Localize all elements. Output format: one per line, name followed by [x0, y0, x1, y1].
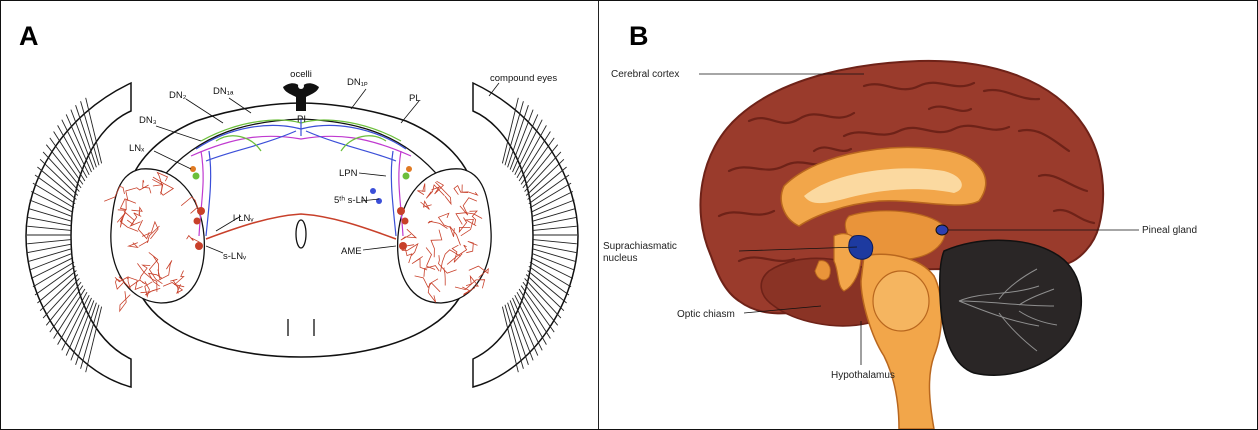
cerebellum — [940, 240, 1082, 375]
optic-lobe-vein — [120, 291, 131, 311]
label-l-lnv: l-LNᵥ — [233, 213, 254, 224]
label-dn2: DN₂ — [169, 90, 187, 101]
pineal-gland-shape — [936, 225, 948, 235]
fly-brain-diagram: ocelli compound eyes DN₁ₐ DN₂ DN₃ DN₁ₚ P… — [1, 1, 598, 429]
label-dn1a: DN₁ₐ — [213, 86, 234, 97]
label-ocelli: ocelli — [290, 69, 312, 80]
esophageal-foramen — [296, 220, 306, 248]
label-cerebral-cortex: Cerebral cortex — [611, 69, 679, 80]
label-compound-eyes: compound eyes — [490, 73, 557, 84]
label-ame: AME — [341, 246, 362, 257]
label-optic-chiasm: Optic chiasm — [677, 309, 735, 320]
label-dn1p: DN₁ₚ — [347, 77, 368, 88]
label-pl: PL — [409, 93, 421, 104]
label-pi: PI — [297, 114, 306, 125]
label-fifth-s-ln: 5ᵗʰ s-LN — [334, 195, 368, 206]
label-dn3: DN₃ — [139, 115, 157, 126]
panel-b-human-brain: B — [599, 1, 1257, 429]
label-lpn: LPN — [339, 168, 358, 179]
label-suprachiasmatic: Suprachiasmatic — [603, 241, 677, 252]
label-s-lnv: s-LNᵥ — [223, 251, 247, 262]
label-pineal-gland: Pineal gland — [1142, 225, 1197, 236]
label-nucleus: nucleus — [603, 253, 637, 264]
human-brain-diagram: Cerebral cortex Pineal gland Suprachiasm… — [599, 1, 1257, 429]
panel-a-fly-brain: A — [1, 1, 598, 429]
label-ln-d: LNₓ — [129, 143, 145, 154]
label-hypothalamus: Hypothalamus — [831, 370, 895, 381]
pons — [873, 271, 929, 331]
